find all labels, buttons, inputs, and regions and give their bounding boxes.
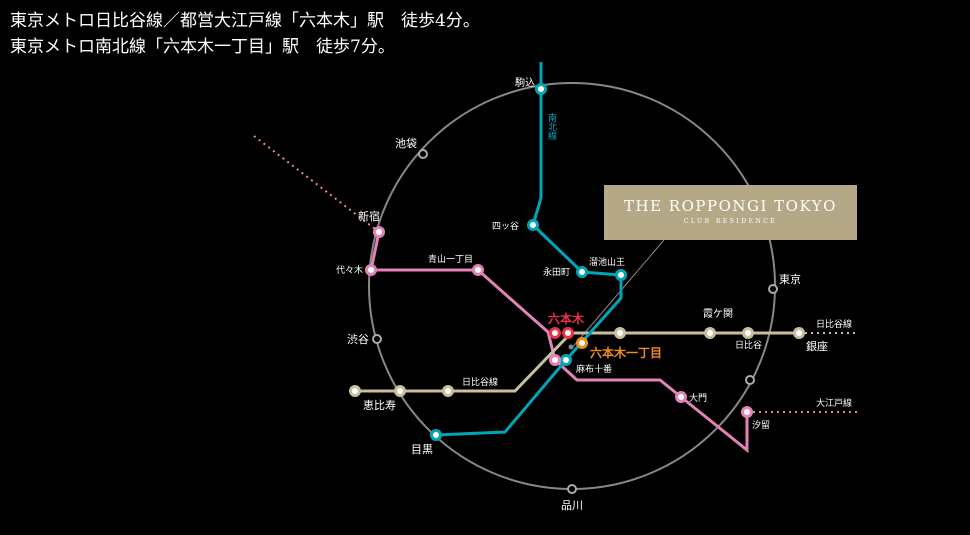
station-azabu-namboku[interactable] [560, 354, 572, 366]
label-shinagawa: 品川 [561, 499, 583, 512]
station-shinjuku[interactable] [373, 226, 385, 238]
station-yoyogi[interactable] [365, 264, 377, 276]
label-yoyogi: 代々木 [336, 264, 363, 276]
access-caption: 東京メトロ日比谷線／都営大江戸線「六本木」駅 徒歩4分。 東京メトロ南北線「六本… [10, 8, 480, 60]
station-daimon[interactable] [675, 391, 687, 403]
label-komagome: 駒込 [515, 77, 535, 89]
brand-subtitle: CLUB RESIDENCE [683, 218, 778, 225]
caption-line-2: 東京メトロ南北線「六本木一丁目」駅 徒歩7分。 [10, 37, 395, 57]
label-line-hibiya-east: 日比谷線 [816, 318, 852, 330]
label-tameike: 溜池山王 [589, 256, 625, 268]
station-shibuya[interactable] [372, 334, 382, 344]
yamanote-stations [372, 149, 778, 494]
label-line-oedo: 大江戸線 [816, 397, 852, 409]
label-ikebukuro: 池袋 [395, 136, 417, 150]
station-kamiyacho[interactable] [614, 327, 626, 339]
brand-name: THE ROPPONGI TOKYO [624, 197, 837, 215]
station-ginza[interactable] [793, 327, 805, 339]
brand-box: THE ROPPONGI TOKYO CLUB RESIDENCE [604, 185, 857, 240]
station-ebisu-2[interactable] [394, 385, 406, 397]
station-hamamatsucho[interactable] [745, 375, 755, 385]
station-nagatacho[interactable] [576, 266, 588, 278]
oedo-dotted-nw [253, 135, 380, 233]
label-meguro: 目黒 [411, 443, 433, 456]
station-yotsuya[interactable] [527, 219, 539, 231]
label-tokyo: 東京 [779, 272, 801, 286]
label-nagatacho: 永田町 [543, 266, 570, 278]
brand-leader-line [570, 239, 665, 350]
label-roppongi-itchome: 六本木一丁目 [590, 345, 662, 360]
label-line-hibiya-west: 日比谷線 [462, 376, 498, 388]
label-azabu: 麻布十番 [576, 363, 612, 375]
label-aoyama: 青山一丁目 [428, 253, 473, 265]
station-roppongi-itchome[interactable] [576, 337, 588, 349]
station-ebisu-1[interactable] [349, 385, 361, 397]
yamanote-loop [368, 82, 776, 490]
station-shinagawa[interactable] [567, 484, 577, 494]
station-ikebukuro[interactable] [418, 149, 428, 159]
station-aoyama[interactable] [472, 264, 484, 276]
station-tokyo[interactable] [768, 284, 778, 294]
label-daimon: 大門 [689, 392, 707, 404]
label-shiodome: 汐留 [752, 419, 770, 431]
oedo-line-west [369, 231, 557, 361]
station-tameike[interactable] [615, 269, 627, 281]
station-shiodome[interactable] [741, 406, 753, 418]
station-meguro[interactable] [430, 429, 442, 441]
label-shinjuku: 新宿 [358, 209, 380, 223]
station-hiroo[interactable] [442, 385, 454, 397]
site-marker [568, 344, 574, 350]
station-hibiya[interactable] [742, 327, 754, 339]
station-komagome[interactable] [535, 83, 547, 95]
label-roppongi: 六本木 [548, 311, 585, 326]
oedo-line-east [553, 358, 749, 454]
caption-line-1: 東京メトロ日比谷線／都営大江戸線「六本木」駅 徒歩4分。 [10, 11, 480, 31]
label-yotsuya: 四ッ谷 [492, 221, 519, 232]
label-ebisu: 恵比寿 [363, 398, 396, 412]
station-roppongi-hibiya[interactable] [562, 327, 574, 339]
station-kasumigaseki[interactable] [704, 327, 716, 339]
label-hibiya-station: 日比谷 [735, 339, 762, 351]
label-line-namboku: 南北線 [546, 112, 557, 140]
station-azabu-oedo[interactable] [549, 354, 561, 366]
label-kasumigaseki: 霞ケ関 [703, 308, 733, 320]
label-shibuya: 渋谷 [347, 333, 369, 346]
station-roppongi-oedo[interactable] [549, 327, 561, 339]
label-ginza: 銀座 [806, 339, 828, 353]
